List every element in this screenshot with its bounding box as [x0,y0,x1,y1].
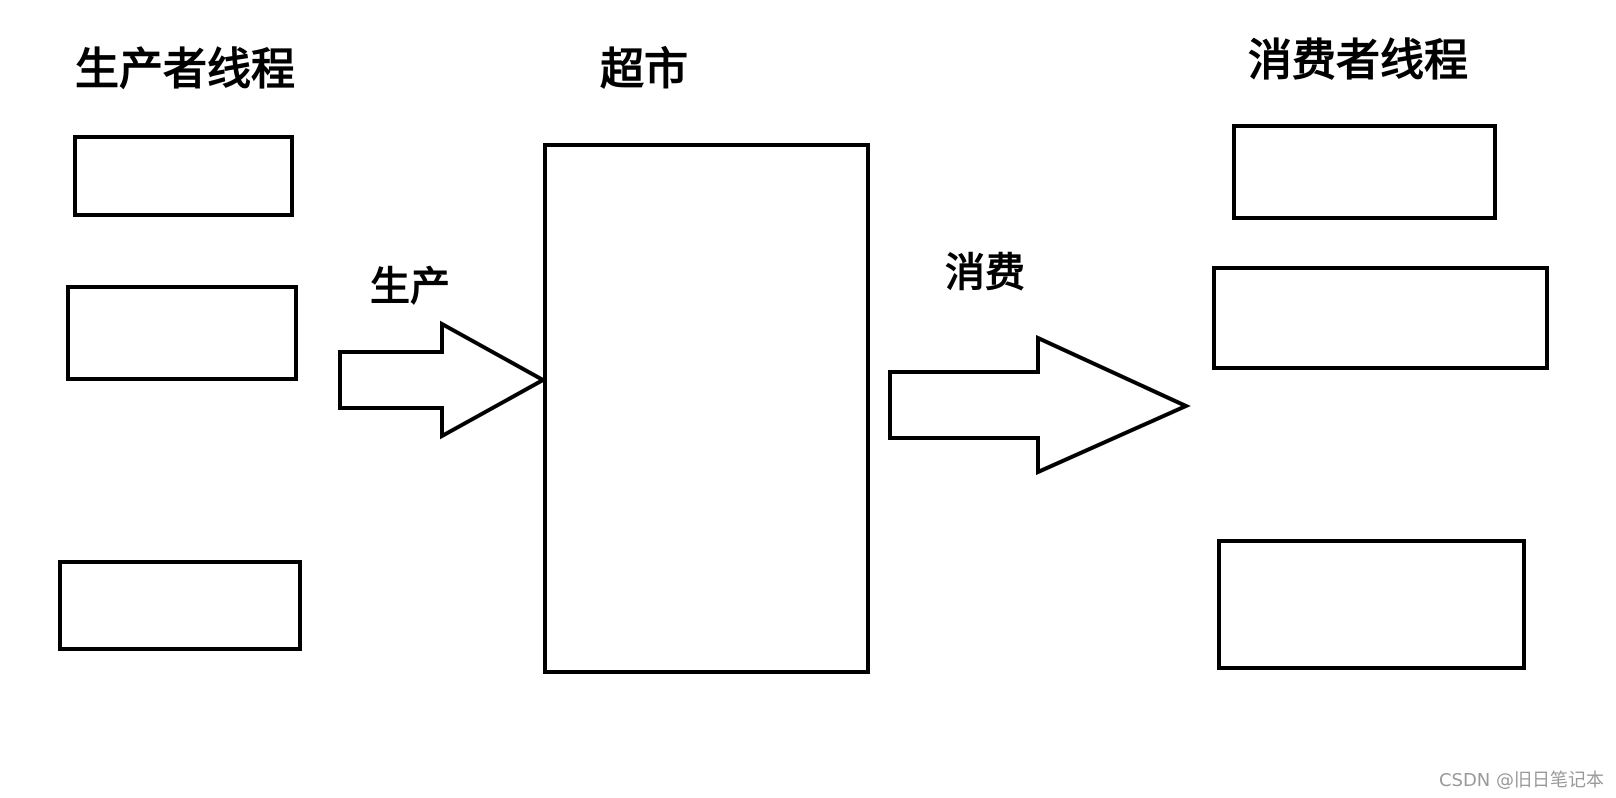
consumer-thread-box [1217,539,1526,670]
supermarket-title: 超市 [600,44,688,95]
produce-label: 生产 [370,264,450,310]
produce-arrow-group: 生产 [338,264,548,440]
supermarket-box [543,143,870,674]
consume-label: 消费 [945,250,1025,296]
producer-thread-box [73,135,294,217]
consumer-title: 消费者线程 [1248,35,1468,86]
consume-arrow-group: 消费 [888,250,1191,476]
producer-thread-box [66,285,298,381]
csdn-watermark: CSDN @旧日笔记本 [1439,770,1604,791]
producer-title: 生产者线程 [75,44,295,95]
consumer-column: 消费者线程 [1212,35,1549,670]
producer-column: 生产者线程 [58,44,302,651]
produce-arrow [338,320,548,440]
consumer-thread-box [1212,266,1549,370]
producer-thread-box [58,560,302,651]
consume-arrow [888,334,1191,476]
supermarket-column: 超市 [543,44,870,674]
consumer-thread-box [1232,124,1497,220]
